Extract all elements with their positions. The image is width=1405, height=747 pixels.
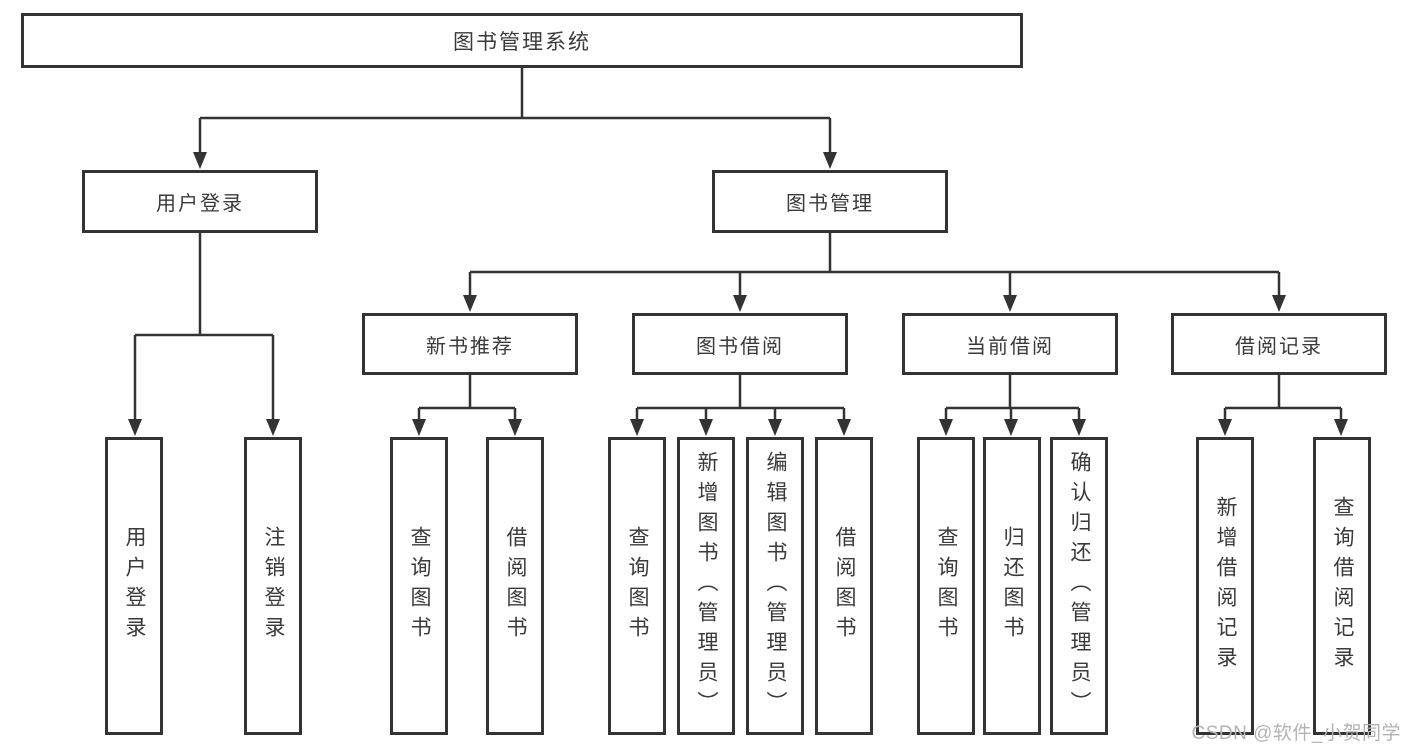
leaf-add-book-admin-label: 新增图书（管理员） xyxy=(695,451,719,721)
leaf-logout-label: 注销登录 xyxy=(262,526,286,646)
node-current-borrow: 当前借阅 xyxy=(902,313,1118,375)
leaf-query-books-borrow: 查询图书 xyxy=(608,437,666,735)
leaf-edit-book-admin-label: 编辑图书（管理员） xyxy=(764,451,788,721)
leaf-add-borrow-record-label: 新增借阅记录 xyxy=(1214,496,1238,676)
leaf-borrow-books-label: 借阅图书 xyxy=(833,526,857,646)
arrowheads xyxy=(128,152,1348,436)
node-root-label: 图书管理系统 xyxy=(453,30,591,54)
node-book-borrow-label: 图书借阅 xyxy=(696,335,784,358)
leaf-confirm-return-admin: 确认归还（管理员） xyxy=(1050,437,1108,735)
leaf-edit-book-admin: 编辑图书（管理员） xyxy=(746,437,804,735)
leaf-query-books-current-label: 查询图书 xyxy=(935,526,959,646)
leaf-add-book-admin: 新增图书（管理员） xyxy=(677,437,735,735)
leaf-query-books-recommend-label: 查询图书 xyxy=(408,526,432,646)
leaf-return-book-label: 归还图书 xyxy=(1001,526,1025,646)
node-new-book-recommend: 新书推荐 xyxy=(362,313,578,375)
leaf-logout: 注销登录 xyxy=(244,437,302,735)
node-book-management: 图书管理 xyxy=(712,170,948,233)
leaf-query-borrow-record-label: 查询借阅记录 xyxy=(1331,496,1355,676)
node-book-borrow: 图书借阅 xyxy=(632,313,848,375)
leaf-confirm-return-admin-label: 确认归还（管理员） xyxy=(1068,451,1092,721)
node-user-login-label: 用户登录 xyxy=(156,193,244,215)
leaf-borrow-books-recommend-label: 借阅图书 xyxy=(504,526,528,646)
leaf-query-books-borrow-label: 查询图书 xyxy=(626,526,650,646)
leaf-add-borrow-record: 新增借阅记录 xyxy=(1196,437,1254,735)
node-root: 图书管理系统 xyxy=(21,13,1023,68)
csdn-watermark: CSDN @软件_小贺同学 xyxy=(1191,723,1401,744)
leaf-query-books-current: 查询图书 xyxy=(917,437,975,735)
leaf-query-borrow-record: 查询借阅记录 xyxy=(1313,437,1371,735)
leaf-return-book: 归还图书 xyxy=(983,437,1041,735)
leaf-user-login: 用户登录 xyxy=(105,437,163,735)
leaf-user-login-label: 用户登录 xyxy=(123,526,147,646)
node-new-book-recommend-label: 新书推荐 xyxy=(426,335,514,358)
node-book-management-label: 图书管理 xyxy=(786,193,874,215)
leaf-query-books-recommend: 查询图书 xyxy=(390,437,448,735)
node-borrow-records-label: 借阅记录 xyxy=(1235,335,1323,358)
leaf-borrow-books-recommend: 借阅图书 xyxy=(486,437,544,735)
leaf-borrow-books: 借阅图书 xyxy=(815,437,873,735)
node-current-borrow-label: 当前借阅 xyxy=(966,335,1054,358)
node-borrow-records: 借阅记录 xyxy=(1171,313,1387,375)
node-user-login: 用户登录 xyxy=(82,170,318,233)
